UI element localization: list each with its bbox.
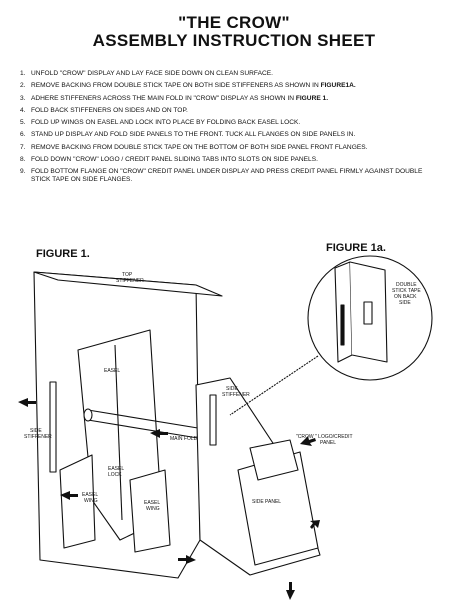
callout-main-fold: MAIN FOLD [170,436,198,442]
step-text-body: FOLD BOTTOM FLANGE ON "CROW" CREDIT PANE… [31,168,423,184]
instruction-step: 2. REMOVE BACKING FROM DOUBLE STICK TAPE … [20,82,440,90]
step-text: UNFOLD "CROW" DISPLAY AND LAY FACE SIDE … [31,70,440,78]
step-text-body: REMOVE BACKING FROM DOUBLE STICK TAPE ON… [31,82,321,90]
instruction-step: 4. FOLD BACK STIFFENERS ON SIDES AND ON T… [20,107,440,115]
instruction-step: 6. STAND UP DISPLAY AND FOLD SIDE PANELS … [20,131,440,139]
step-text: FOLD BACK STIFFENERS ON SIDES AND ON TOP… [31,107,440,115]
step-number: 6. [20,131,26,139]
callout-easel-wing-left-1: EASEL [82,492,98,498]
instruction-step: 9. FOLD BOTTOM FLANGE ON "CROW" CREDIT PA… [20,168,440,184]
step-text-body: FOLD DOWN "CROW" LOGO / CREDIT PANEL SLI… [31,156,318,164]
arrow-icon [150,429,168,438]
step-text: REMOVE BACKING FROM DOUBLE STICK TAPE ON… [31,82,440,90]
step-text: STAND UP DISPLAY AND FOLD SIDE PANELS TO… [31,131,440,139]
step-text-body: REMOVE BACKING FROM DOUBLE STICK TAPE ON… [31,143,368,151]
callout-side-stiffener-right-1: SIDE [226,386,238,392]
document-title: "THE CROW" ASSEMBLY INSTRUCTION SHEET [0,14,468,50]
instruction-step: 1. UNFOLD "CROW" DISPLAY AND LAY FACE SID… [20,70,440,78]
step-number: 9. [20,168,26,176]
step-number: 7. [20,143,26,151]
step-number: 3. [20,94,26,102]
callout-logo-panel-2: PANEL [320,440,336,446]
step-number: 8. [20,156,26,164]
callout-easel-wing-left-2: WING [84,498,98,504]
callout-tape-3: ON BACK [394,294,417,300]
instruction-step: 3. ADHERE STIFFENERS ACROSS THE MAIN FOLD… [20,95,440,103]
callout-easel-wing-right-1: EASEL [144,500,160,506]
callout-tape-2: STICK TAPE [392,288,421,294]
step-text: ADHERE STIFFENERS ACROSS THE MAIN FOLD I… [31,95,440,103]
logo-credit-panel [249,439,299,481]
callout-side-stiffener-left-2: STIFFENER [24,434,52,440]
figure-1-label: FIGURE 1. [36,248,90,260]
arrow-icon [300,436,316,446]
step-text-body: FOLD BACK STIFFENERS ON SIDES AND ON TOP… [31,106,188,114]
callout-easel: EASEL [104,368,120,374]
step-text: REMOVE BACKING FROM DOUBLE STICK TAPE ON… [31,144,440,152]
top-stiffener [33,271,223,297]
callout-side-stiffener-left-1: SIDE [30,428,42,434]
step-number: 1. [20,70,26,77]
step-text: FOLD DOWN "CROW" LOGO / CREDIT PANEL SLI… [31,156,440,164]
callout-side-stiffener-right-2: STIFFENER [222,392,250,398]
step-text: FOLD BOTTOM FLANGE ON "CROW" CREDIT PANE… [31,168,440,184]
step-number: 2. [20,82,26,90]
title-line-2: ASSEMBLY INSTRUCTION SHEET [92,31,376,50]
instruction-step: 8. FOLD DOWN "CROW" LOGO / CREDIT PANEL S… [20,156,440,164]
callout-tape-1: DOUBLE [396,282,417,288]
main-fold [87,409,211,441]
callout-top-stiffener-1: TOP [122,272,133,278]
arrow-icon [18,398,36,407]
callout-top-stiffener-2: STIFFENER [116,278,144,284]
callout-easel-lock-1: EASEL [108,466,124,472]
arrow-icon [60,491,78,500]
arrow-icon [178,555,196,564]
side-stiffener-left [49,381,57,473]
step-text: FOLD UP WINGS ON EASEL AND LOCK INTO PLA… [31,119,440,127]
instruction-step: 7. REMOVE BACKING FROM DOUBLE STICK TAPE … [20,144,440,152]
step-figure-reference: FIGURE 1. [295,94,329,102]
callout-side-panel: SIDE PANEL [252,499,281,505]
arrow-icon [310,520,320,529]
instruction-step: 5. FOLD UP WINGS ON EASEL AND LOCK INTO P… [20,119,440,127]
step-text-body: UNFOLD "CROW" DISPLAY AND LAY FACE SIDE … [31,70,273,77]
title-line-1: "THE CROW" [178,13,290,32]
step-number: 5. [20,119,26,127]
callout-tape-4: SIDE [399,300,411,306]
step-number: 4. [20,106,26,114]
side-stiffener-right [209,394,217,446]
instruction-steps: 1. UNFOLD "CROW" DISPLAY AND LAY FACE SID… [20,70,440,189]
step-text-body: STAND UP DISPLAY AND FOLD SIDE PANELS TO… [31,131,356,139]
step-text-body: FOLD UP WINGS ON EASEL AND LOCK INTO PLA… [31,119,301,127]
easel-wing-right [129,469,171,553]
callout-easel-lock-2: LOCK [108,472,122,478]
figure-1a-label: FIGURE 1a. [326,242,386,254]
easel-wing-left [59,454,96,549]
step-text-body: ADHERE STIFFENERS ACROSS THE MAIN FOLD I… [31,94,296,102]
callout-logo-panel-1: "CROW " LOGO/CREDIT [296,434,353,440]
callout-easel-wing-right-2: WING [146,506,160,512]
arrow-icon [286,582,295,600]
